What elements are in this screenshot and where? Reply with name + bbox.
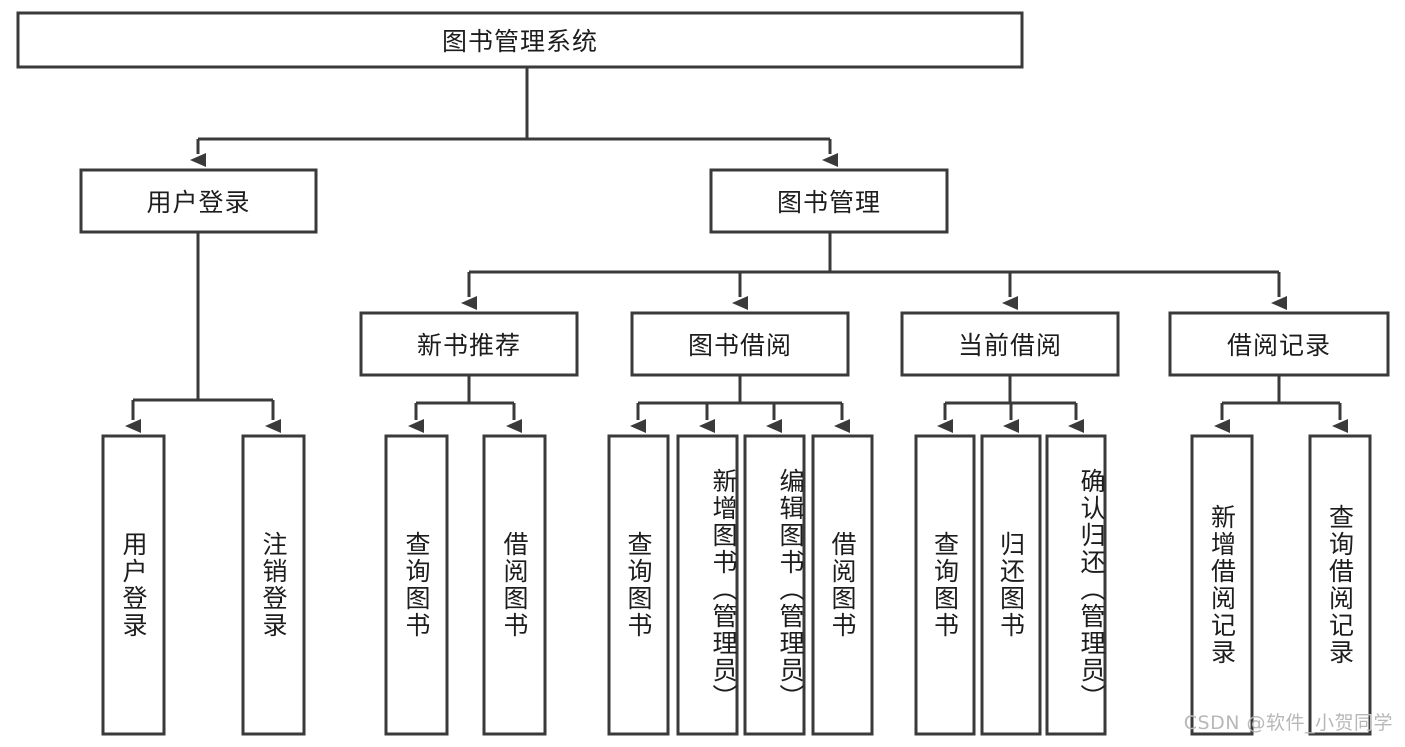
node-box-borrow-record[interactable] [1168, 311, 1390, 377]
node-box-leaf-borrow-record-0[interactable] [1190, 434, 1254, 736]
csdn-watermark: CSDN @软件_小贺同学 [1183, 712, 1393, 734]
node-box-leaf-new-book-0[interactable] [384, 434, 449, 736]
node-box-leaf-book-borrow-2[interactable] [743, 434, 806, 736]
node-box-leaf-user-login-1[interactable] [241, 434, 306, 736]
node-box-leaf-current-borrow-0[interactable] [914, 434, 976, 736]
node-box-leaf-book-borrow-0[interactable] [607, 434, 670, 736]
node-box-root[interactable] [16, 11, 1024, 69]
node-box-leaf-book-borrow-1[interactable] [676, 434, 739, 736]
node-box-leaf-new-book-1[interactable] [482, 434, 547, 736]
node-box-current-borrow[interactable] [900, 311, 1120, 377]
node-box-leaf-borrow-record-1[interactable] [1308, 434, 1372, 736]
node-box-book-borrow[interactable] [630, 311, 850, 377]
node-box-leaf-current-borrow-2[interactable] [1045, 434, 1107, 736]
node-box-leaf-book-borrow-3[interactable] [811, 434, 874, 736]
node-box-leaf-user-login-0[interactable] [101, 434, 166, 736]
node-box-leaf-current-borrow-1[interactable] [980, 434, 1042, 736]
node-box-new-book-recommend[interactable] [359, 311, 579, 377]
node-box-user-login[interactable] [79, 168, 318, 234]
node-box-book-management[interactable] [709, 168, 949, 234]
